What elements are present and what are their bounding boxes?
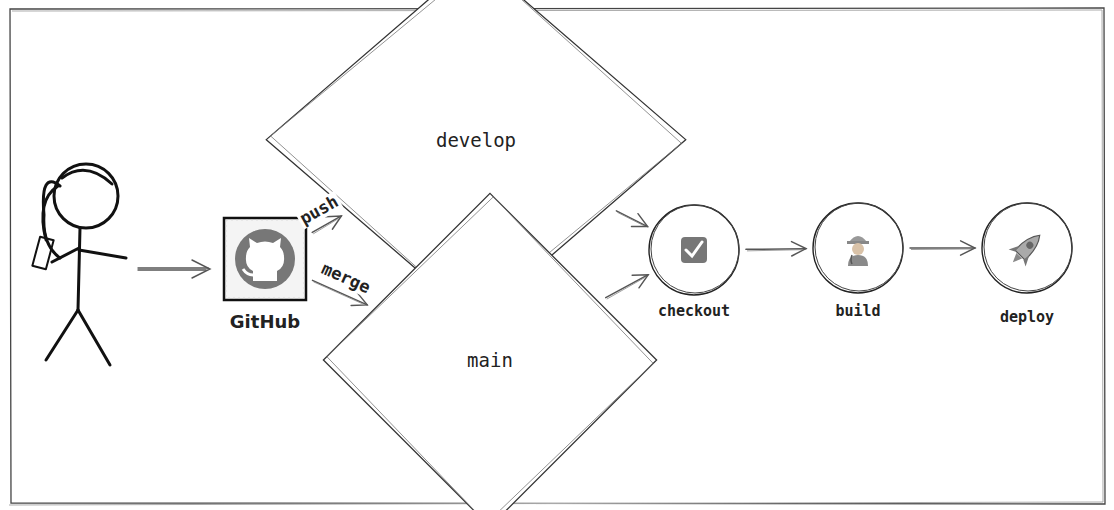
node-label: checkout (648, 302, 740, 320)
step-circle: checkout (648, 204, 740, 320)
sketch-stroke (911, 249, 971, 251)
flow-arrow (910, 247, 975, 249)
repo-box-outline (223, 217, 307, 301)
step-circle: deploy (981, 202, 1073, 326)
edge-label: push (295, 191, 343, 229)
step-circle-outline (648, 204, 740, 296)
branch-diamond: main (320, 190, 660, 510)
step-circle-outline (812, 202, 904, 294)
sketch-stroke (747, 250, 802, 251)
stick-figure (32, 164, 126, 365)
sketch-stroke (607, 278, 645, 300)
flow-arrow (606, 275, 649, 298)
repo-box: GitHub (223, 217, 307, 332)
node-label: build (812, 302, 904, 320)
actor-arrow (138, 260, 210, 278)
node-label: GitHub (223, 311, 307, 332)
flow-arrow (746, 248, 806, 250)
sketch-stroke (617, 212, 644, 225)
flow-arrow (616, 211, 647, 227)
node-label: main (320, 349, 660, 371)
edge-label: merge (317, 258, 375, 298)
step-circle-outline (981, 202, 1073, 294)
step-circle: build (812, 202, 904, 320)
node-label: develop (262, 129, 690, 151)
node-label: deploy (981, 308, 1073, 326)
